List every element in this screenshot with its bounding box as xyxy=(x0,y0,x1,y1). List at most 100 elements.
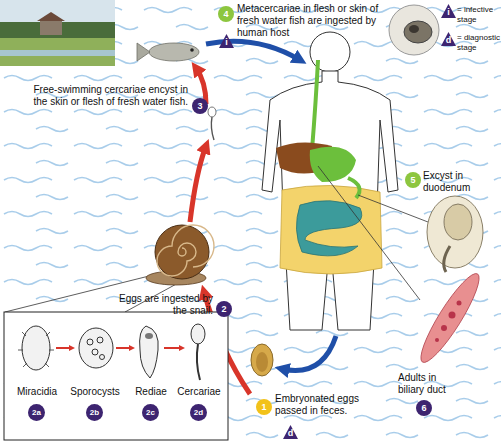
habitat-photo xyxy=(40,20,62,35)
excysting-metacercaria xyxy=(427,196,483,272)
snail-stages-inset xyxy=(100,355,105,360)
stage-node: 5Excyst in duodenum xyxy=(405,170,501,202)
step-description: Free-swimming cercariae encyst in the sk… xyxy=(20,84,188,108)
leader-lines xyxy=(5,272,165,312)
stage-node: Eggs are ingested by the snail.2 xyxy=(115,293,237,321)
leader-lines xyxy=(358,195,428,222)
stage-node: Free-swimming cercariae encyst in the sk… xyxy=(20,84,212,126)
step-number-circle: 1 xyxy=(256,399,272,415)
stage-node: 1Embryonated eggs passed in feces. xyxy=(256,393,386,423)
stage-triangle-icon: d xyxy=(441,32,456,46)
cercaria xyxy=(211,117,214,140)
metacercaria-micrograph xyxy=(409,25,419,33)
snail-stages-inset xyxy=(97,337,103,343)
adult-fluke xyxy=(413,268,487,368)
metacercaria-micrograph xyxy=(389,5,439,55)
step-number-circle: 2d xyxy=(190,404,207,421)
stage-symbol-letter: i xyxy=(219,37,234,48)
fish xyxy=(149,43,199,61)
snail-stages-inset xyxy=(92,349,98,355)
leader-lines xyxy=(318,166,420,300)
snail-stages-inset xyxy=(4,312,228,440)
stage-node: Miracidia 2a xyxy=(8,386,66,430)
fish xyxy=(137,43,150,61)
stage-node: Sporocysts 2b xyxy=(66,386,124,430)
cycle-arrows xyxy=(282,336,336,371)
step-number-circle: 2c xyxy=(142,404,159,421)
human-host xyxy=(312,60,318,150)
human-host xyxy=(348,178,360,198)
snail-stages-inset xyxy=(79,328,113,368)
snail xyxy=(146,225,214,285)
metacercaria-micrograph xyxy=(404,21,432,43)
human-host xyxy=(262,32,398,330)
legend-text: = infective stage xyxy=(457,5,501,25)
step-description: Excyst in duodenum xyxy=(423,170,501,194)
snail-stages-inset xyxy=(18,332,54,367)
habitat-photo xyxy=(37,12,65,21)
step-number-circle: 3 xyxy=(192,98,208,114)
cercaria xyxy=(208,107,216,117)
habitat-photo xyxy=(0,50,115,56)
adult-fluke xyxy=(435,338,439,342)
fish xyxy=(137,43,199,61)
stage-triangle-icon: i xyxy=(219,34,234,48)
metacercaria-micrograph xyxy=(389,5,439,55)
snail-stages-inset xyxy=(164,347,182,349)
step-description: Embryonated eggs passed in feces. xyxy=(275,393,385,417)
adult-fluke xyxy=(457,301,462,306)
step-number-circle: 2b xyxy=(86,404,103,421)
triangle-shape xyxy=(441,32,456,46)
stage-node: Adults in biliary duct 6 xyxy=(398,372,488,420)
stage-node: 4Metacercariae in flesh or skin of fresh… xyxy=(218,3,380,55)
fish xyxy=(190,48,194,52)
step-number-circle: 4 xyxy=(218,6,234,22)
step-description: Eggs are ingested by the snail. xyxy=(115,293,213,317)
step-number-circle: 2a xyxy=(28,404,45,421)
embryonated-egg xyxy=(251,344,273,376)
human-host xyxy=(296,201,361,256)
adult-fluke xyxy=(449,312,456,319)
step-description: Sporocysts xyxy=(66,386,124,398)
embryonated-egg xyxy=(256,352,268,372)
snail-stages-inset xyxy=(4,312,228,440)
cercaria xyxy=(208,107,216,140)
leader-lines xyxy=(5,166,428,312)
adult-fluke xyxy=(413,268,487,368)
habitat-photo xyxy=(0,0,115,66)
excysting-metacercaria xyxy=(427,196,483,268)
snail-stages-inset xyxy=(191,324,205,344)
cycle-arrows xyxy=(190,146,206,222)
stage-node: Cercariae 2d xyxy=(170,386,228,430)
embryonated-egg xyxy=(251,344,273,376)
snail xyxy=(157,225,214,276)
step-description: Adults in biliary duct xyxy=(398,372,460,396)
habitat-photo xyxy=(0,0,115,66)
snail-stages-inset xyxy=(56,347,72,349)
step-number-circle: 6 xyxy=(416,400,432,416)
stage-symbol-letter: d xyxy=(441,35,456,46)
snail xyxy=(155,225,209,279)
adult-fluke xyxy=(441,325,447,331)
snail-stages-inset xyxy=(116,347,132,349)
step-description: Miracidia xyxy=(8,386,66,398)
snail-stages-inset xyxy=(145,333,153,339)
triangle-shape xyxy=(219,34,234,48)
snail-stages-inset xyxy=(197,344,200,380)
habitat-photo xyxy=(0,38,115,66)
cycle-arrows xyxy=(206,41,300,60)
stage-symbol-letter: d xyxy=(283,428,298,439)
legend-text: = diagnostic stage xyxy=(457,33,501,53)
step-number-circle: 5 xyxy=(405,172,421,188)
triangle-shape xyxy=(283,425,298,439)
stage-node: Rediae 2c xyxy=(122,386,180,430)
step-description: Rediae xyxy=(122,386,180,398)
step-description: Cercariae xyxy=(170,386,228,398)
excysting-metacercaria xyxy=(444,246,450,272)
stage-triangle-icon: i xyxy=(441,4,456,18)
triangle-shape xyxy=(441,4,456,18)
human-host xyxy=(262,71,398,330)
